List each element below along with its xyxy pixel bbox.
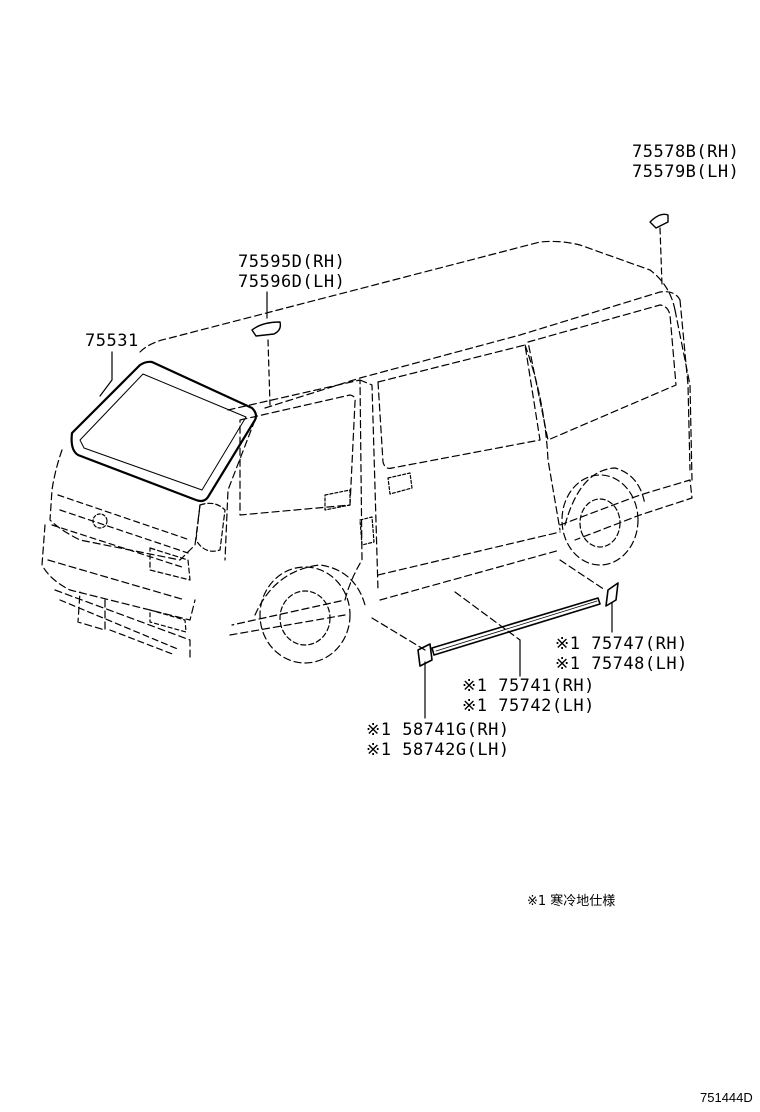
label-75578b: 75578B(RH): [632, 142, 740, 162]
body-side-belt: [377, 531, 561, 576]
rocker-molding-inner: [435, 600, 598, 652]
emblem: [92, 513, 108, 529]
lower-front: [59, 599, 181, 656]
label-58741g: ※1 58741G(RH): [366, 720, 510, 740]
label-75579b: 75579B(LH): [632, 162, 740, 182]
a-pillar: [224, 419, 256, 561]
front-grille: [51, 494, 191, 569]
fog-lamp: [149, 609, 187, 633]
roof-outline: [139, 240, 676, 353]
footnote: ※1 寒冷地仕様: [527, 894, 616, 909]
front-wheel: [259, 566, 351, 664]
label-75595d: 75595D(RH): [238, 252, 346, 272]
label-75741: ※1 75741(RH): [462, 676, 595, 696]
rear-bumper: [559, 479, 693, 541]
label-75531: 75531: [85, 331, 139, 351]
rear-end: [679, 299, 691, 471]
roof-rear-line: [264, 291, 681, 409]
label-75747: ※1 75747(RH): [555, 634, 688, 654]
rear-wheel-hub: [579, 498, 621, 548]
figure-code: 751444D: [700, 1090, 753, 1105]
headlamp: [149, 547, 191, 581]
projection-rear: [559, 559, 606, 591]
front-door: [227, 379, 363, 626]
rear-wheel-arch: [564, 467, 646, 526]
door-handle: [324, 489, 351, 511]
roof-clip-rear: [649, 213, 669, 229]
rear-wheel: [561, 474, 639, 566]
slide-handle: [387, 472, 413, 495]
fuel-lid: [359, 516, 375, 546]
rear-mud-guard: [605, 582, 619, 607]
b-pillar: [359, 379, 379, 591]
rocker-line: [229, 549, 561, 636]
rocker-molding: [431, 597, 601, 656]
front-door-window: [239, 394, 356, 516]
leader-75531: [99, 351, 113, 397]
sliding-door-line: [524, 344, 561, 531]
label-75742: ※1 75742(LH): [462, 696, 595, 716]
roof-clip-front: [251, 321, 282, 337]
label-75596d: 75596D(LH): [238, 272, 346, 292]
windshield-inner: [79, 373, 247, 491]
leader-75595d-dash: [267, 339, 271, 406]
side-window-2: [527, 304, 677, 441]
side-window-1: [377, 344, 541, 469]
front-mud-guard: [417, 643, 433, 667]
projection-mid: [454, 591, 521, 641]
front-wheel-hub: [279, 590, 331, 646]
label-58742g: ※1 58742G(LH): [366, 740, 510, 760]
front-bumper: [41, 524, 196, 661]
roof-side-line: [674, 309, 693, 481]
leader-75578b: [659, 227, 663, 286]
projection-front: [371, 617, 426, 651]
mirror: [195, 502, 226, 552]
hood: [49, 449, 201, 561]
label-75748: ※1 75748(LH): [555, 654, 688, 674]
front-wheel-arch: [254, 564, 366, 616]
